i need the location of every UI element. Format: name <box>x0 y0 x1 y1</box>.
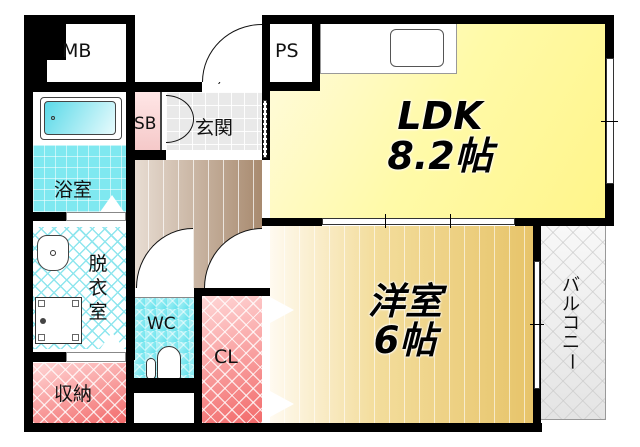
wall <box>126 150 166 160</box>
wall <box>24 15 135 24</box>
wall <box>24 352 66 362</box>
western-room-left-strip <box>262 226 270 424</box>
bath-door-sill <box>66 212 126 221</box>
wall <box>262 218 322 226</box>
mb-black-step <box>33 24 47 82</box>
wall <box>24 15 33 432</box>
washer-corner <box>38 334 45 341</box>
ldk-title: LDK <box>397 94 483 138</box>
ps-label: PS <box>275 40 299 62</box>
dressing-door-marker-icon <box>100 332 124 349</box>
western-room-label: 洋室 6帖 <box>350 280 460 362</box>
dressing-char: 室 <box>88 301 108 323</box>
wall <box>262 423 542 432</box>
storage-label: 収納 <box>54 383 93 405</box>
window-mullion <box>530 324 544 325</box>
toilet-icon <box>157 346 181 379</box>
western-room-floor <box>270 226 533 424</box>
washer-corner <box>72 334 79 341</box>
dressing-door-sill <box>66 352 126 362</box>
wall <box>24 423 341 432</box>
sliding-door-mark <box>385 214 386 228</box>
balcony-char: コ <box>562 313 580 334</box>
balcony-char: ニ <box>562 332 580 353</box>
wall <box>515 218 614 226</box>
closet-label: CL <box>214 346 238 368</box>
entrance-step-line <box>160 92 162 150</box>
wall <box>134 378 194 393</box>
toilet-tank-icon <box>146 358 156 380</box>
wall <box>312 24 320 91</box>
sliding-door-mark <box>450 214 451 228</box>
entrance-door-swing <box>202 24 262 82</box>
sb-area <box>134 92 160 150</box>
dressing-char: 衣 <box>88 277 108 299</box>
balcony-char: バ <box>562 275 580 296</box>
bathroom-label: 浴室 <box>54 179 93 201</box>
mb-label: MB <box>62 40 92 62</box>
dressing-char: 脱 <box>88 253 108 275</box>
wall <box>126 360 134 432</box>
bathtub-basin <box>44 101 116 135</box>
balcony-char: ー <box>560 352 582 371</box>
western-room-size: 6帖 <box>373 318 437 362</box>
washing-machine-icon <box>35 297 82 344</box>
wc-entry <box>134 288 194 298</box>
ps-area <box>270 24 312 82</box>
sb-label: SB <box>134 114 157 134</box>
ldk-left-window <box>263 100 267 158</box>
wall <box>194 288 202 432</box>
window-mullion <box>601 121 618 122</box>
wall <box>262 82 320 91</box>
western-room-title: 洋室 <box>368 280 442 323</box>
bathroom-door-marker-icon <box>100 195 124 212</box>
sink-icon <box>37 235 69 271</box>
ldk-sliding-door <box>322 218 515 225</box>
sink-drain-icon <box>50 250 56 256</box>
wall <box>24 82 202 92</box>
closet-door-marker-icon <box>270 297 294 323</box>
closet-door-marker-icon-2 <box>270 391 294 417</box>
ldk-label: LDK 8.2帖 <box>380 94 500 178</box>
washer-corner <box>38 300 45 307</box>
kitchen-sink-icon <box>390 29 444 67</box>
balcony-char: ル <box>562 294 580 315</box>
wall <box>194 288 270 296</box>
ldk-size: 8.2帖 <box>387 133 493 178</box>
bathtub-icon <box>40 97 122 140</box>
wall <box>126 15 135 360</box>
wc-label: WC <box>147 314 176 334</box>
dressing-room-label: 脱 衣 室 <box>85 252 111 324</box>
washer-drain-icon <box>40 318 46 324</box>
balcony-label: バ ル コ ニ ー <box>560 276 582 371</box>
wc-lower-box <box>134 393 194 423</box>
storage-floor <box>33 363 126 423</box>
closet-floor <box>202 296 262 423</box>
bathtub-drain-icon <box>51 116 55 120</box>
wall <box>262 15 614 24</box>
wall <box>24 212 66 221</box>
washer-corner <box>72 300 79 307</box>
entrance-label: 玄関 <box>195 117 234 139</box>
entrance-step <box>166 150 262 160</box>
balcony-floor <box>541 226 606 420</box>
balcony-window <box>534 261 540 389</box>
